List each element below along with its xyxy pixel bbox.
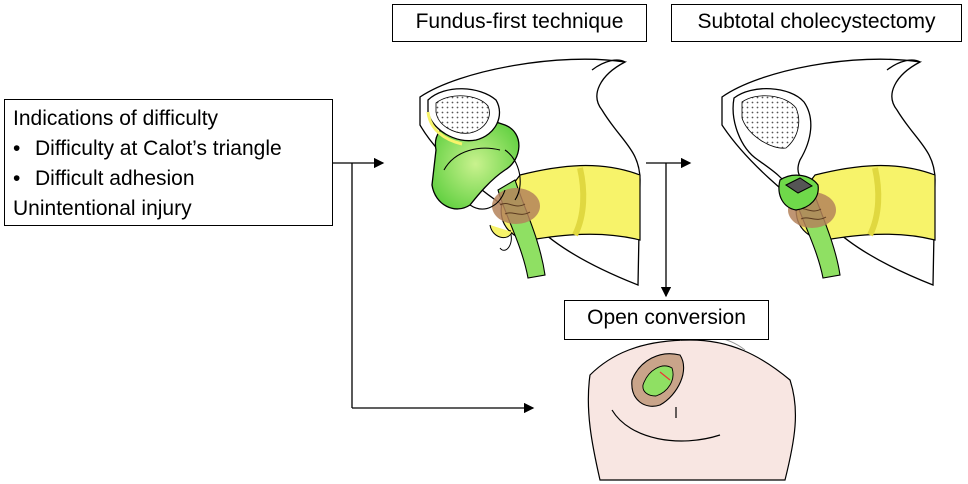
- connector-lines: [333, 157, 692, 414]
- indications-footer: Unintentional injury: [13, 197, 192, 220]
- abdomen: [587, 339, 797, 481]
- bullet-text: Difficulty at Calot’s triangle: [35, 137, 282, 160]
- open-conversion-label: Open conversion: [564, 300, 769, 340]
- subtotal-illustration: [721, 58, 936, 286]
- bullet-item: • Difficulty at Calot’s triangle: [13, 134, 324, 164]
- subtotal-cholecystectomy-label: Subtotal cholecystectomy: [671, 4, 962, 42]
- fundus-first-illustration: [419, 58, 641, 286]
- bullet-icon: •: [13, 137, 21, 160]
- duct-region: [500, 164, 641, 241]
- indications-title: Indications of difficulty: [13, 107, 219, 130]
- open-conversion-illustration: [587, 335, 797, 481]
- indications-box: Indications of difficulty • Difficulty at…: [4, 99, 333, 226]
- bullet-item: • Difficult adhesion: [13, 164, 324, 194]
- bullet-text: Difficult adhesion: [35, 167, 195, 190]
- fundus-first-label: Fundus-first technique: [392, 4, 647, 42]
- liver-bed: [435, 95, 490, 134]
- bullet-icon: •: [13, 167, 21, 190]
